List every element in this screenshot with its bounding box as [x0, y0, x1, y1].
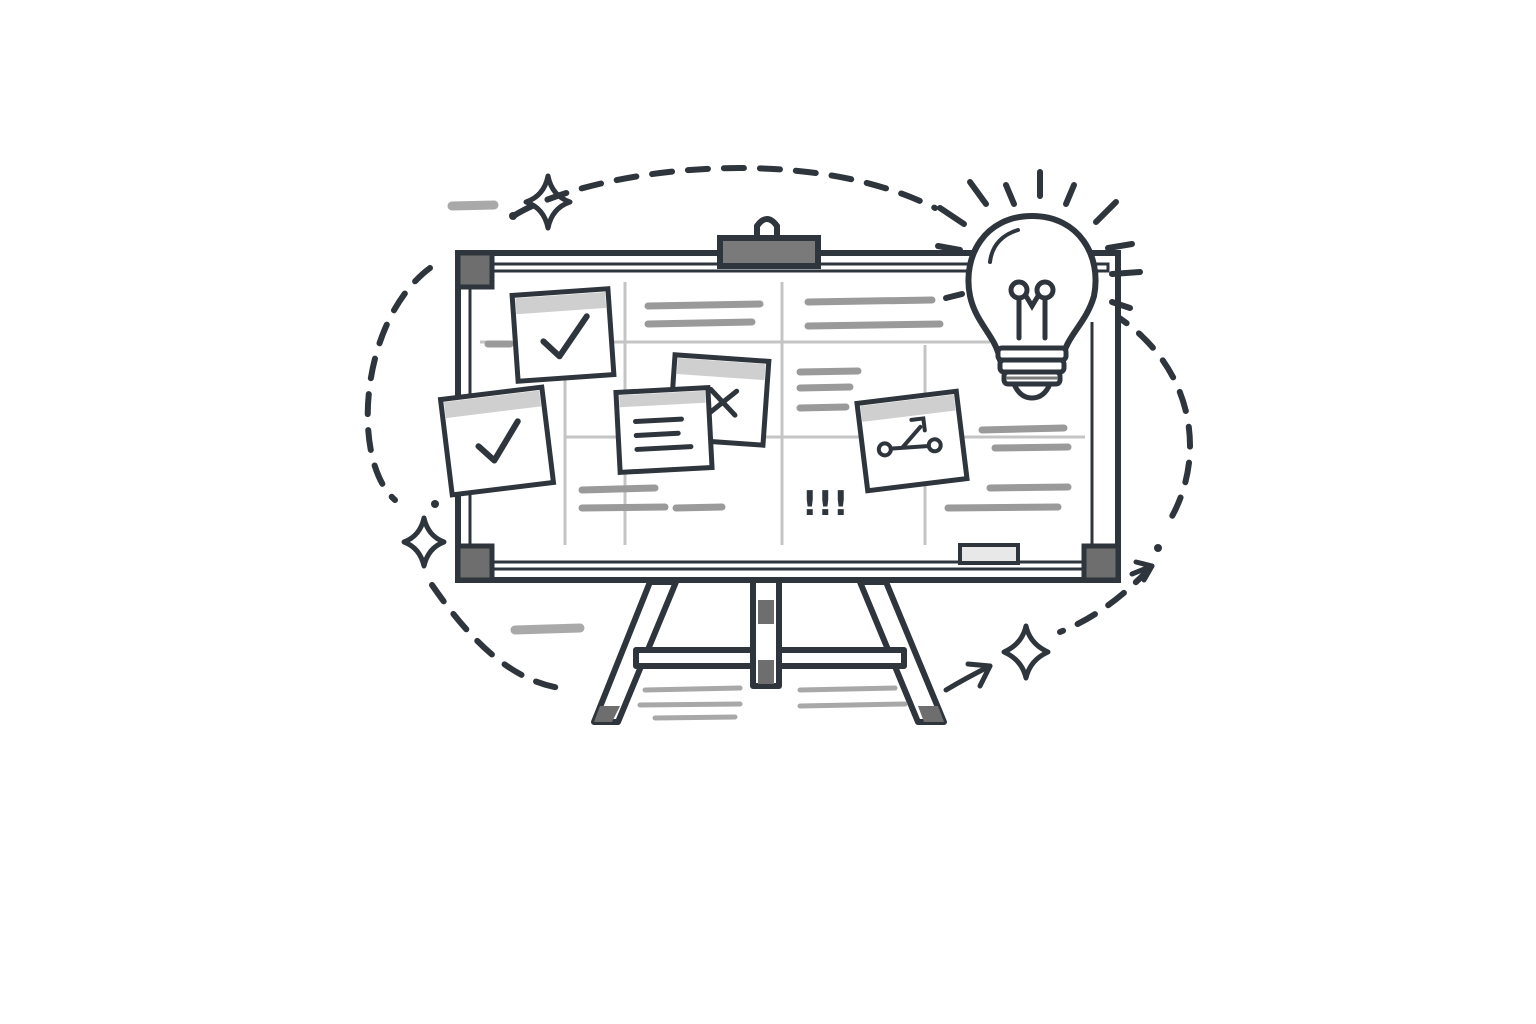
- sparkle-icon: [401, 515, 447, 569]
- dashed-orbit: [364, 165, 1193, 691]
- sticky-note: [437, 384, 557, 498]
- board-clip: [717, 216, 821, 269]
- outside-scribbles: [447, 200, 585, 635]
- board-exclamation: !!!: [802, 484, 849, 524]
- arrow-icon: [943, 661, 993, 693]
- frame-corners: [455, 250, 1121, 583]
- sparkle-icon: [523, 173, 573, 231]
- easel-feet: [594, 600, 944, 722]
- sticky-note: [613, 385, 715, 475]
- share-icon: [876, 416, 943, 458]
- light-rays: [935, 169, 1143, 311]
- lines-icon: [633, 416, 694, 452]
- lightbulb-icon: [935, 169, 1143, 401]
- x-icon: [706, 386, 740, 418]
- board-scribbles: [484, 296, 1072, 512]
- marker-eraser: [958, 543, 1020, 565]
- floor-shadow: [637, 685, 908, 721]
- sticky-note: [509, 286, 617, 384]
- arrow-icon: [1129, 559, 1155, 583]
- check-icon: [475, 418, 521, 464]
- sticky-note: [854, 388, 970, 494]
- sparkle-icon: [1001, 623, 1051, 681]
- check-icon: [540, 313, 590, 360]
- easel: [591, 575, 947, 725]
